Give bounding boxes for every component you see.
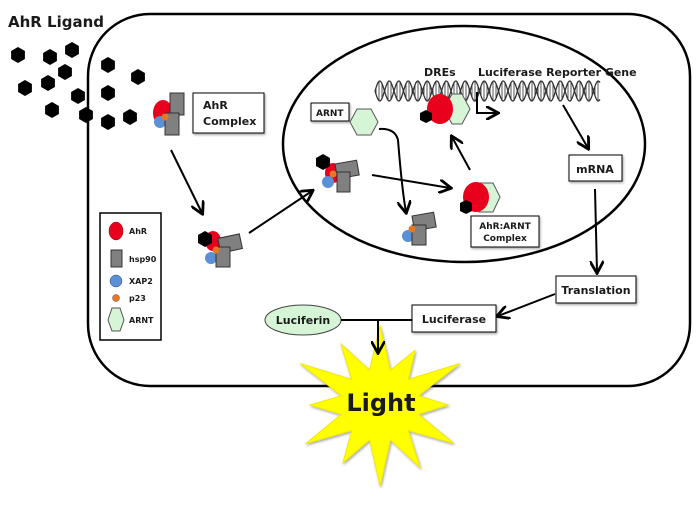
mrna-label: mRNA — [576, 163, 614, 176]
complex-to-ahr-arnt-arrow — [371, 174, 450, 188]
reporter-gene-label: Luciferase Reporter Gene — [478, 66, 637, 79]
translation-label: Translation — [561, 284, 630, 297]
legend-arnt-icon — [107, 307, 125, 332]
ligand-hexagon — [43, 49, 57, 65]
legend-ahr-icon — [108, 221, 124, 241]
ligand-hexagon — [45, 102, 59, 118]
luciferin-label: Luciferin — [276, 314, 330, 327]
legend-arnt-label: ARNT — [129, 316, 154, 325]
ligand-hexagon — [79, 107, 93, 123]
legend-ahr-label: AhR — [129, 227, 147, 236]
ligand-hexagon — [18, 80, 32, 96]
legend: AhR hsp90 XAP2 p23 ARNT — [99, 212, 162, 341]
legend-p23-label: p23 — [129, 294, 146, 303]
legend-hsp90-label: hsp90 — [129, 255, 157, 264]
arnt-label-box — [310, 102, 350, 122]
ahr-complex-label-line1: AhR — [203, 99, 228, 112]
diagram-title: AhR Ligand — [8, 13, 104, 31]
ligand-hexagon — [101, 114, 115, 130]
arnt-to-complex-arrow — [378, 127, 406, 212]
luciferase-label: Luciferase — [422, 313, 486, 326]
ligand-hexagon — [131, 69, 145, 85]
ligand-hexagon — [460, 200, 472, 214]
dna-helix-fill — [375, 81, 600, 101]
ligand-hexagon — [123, 109, 137, 125]
legend-xap2-label: XAP2 — [129, 277, 153, 286]
ligand-hexagon — [71, 88, 85, 104]
ligand-hexagon — [420, 110, 432, 123]
light-burst — [299, 325, 461, 487]
arnt-label: ARNT — [316, 109, 344, 119]
legend-p23-icon — [112, 294, 120, 302]
dna-helix — [374, 80, 601, 102]
ahr-complex-label-box — [192, 92, 265, 134]
legend-xap2-icon — [109, 274, 123, 288]
ahr-ellipse — [427, 94, 453, 124]
legend-hsp90-icon — [110, 249, 123, 268]
ligand-hexagon — [11, 47, 25, 63]
translation-to-luciferase-arrow — [498, 293, 556, 316]
nucleus — [281, 24, 647, 264]
ligand-hexagon — [101, 85, 115, 101]
ahr-arnt-label-line1: AhR:ARNT — [479, 222, 531, 232]
dissociated-chaperones — [402, 211, 437, 246]
ahr-arnt-dna-bound — [420, 93, 471, 125]
ahr-ligand-group — [11, 42, 145, 130]
ahr-arnt-label-line2: Complex — [483, 234, 527, 244]
ahr-complex-cytoplasm — [153, 92, 185, 136]
mrna-box — [568, 154, 623, 182]
transcription-arrow — [562, 104, 588, 148]
ligand-hexagon — [65, 42, 79, 58]
ahr-complex-label-line2: Complex — [203, 115, 256, 128]
ahr-arnt-label-box — [470, 215, 540, 248]
dna-strand-a — [374, 80, 601, 102]
ahr-arnt-complex — [460, 182, 501, 214]
ligand-hexagon — [41, 75, 55, 91]
light-label: Light — [346, 389, 415, 417]
ligand-hexagon — [58, 64, 72, 80]
mrna-to-translation-arrow — [595, 188, 597, 272]
ligand-binding-arrow — [170, 149, 202, 213]
liganded-complex-nucleus — [316, 154, 360, 193]
ahr-arnt-to-dna-arrow — [452, 137, 471, 171]
dna-strand-b — [374, 80, 601, 102]
transcription-start-arrow — [476, 92, 497, 113]
nuclear-import-arrow — [248, 191, 312, 234]
arnt-hexagon-free — [349, 108, 379, 136]
translation-box — [555, 275, 637, 304]
luciferase-box — [411, 304, 497, 333]
liganded-complex-cytoplasm — [198, 231, 244, 268]
dres-label: DREs — [424, 66, 456, 79]
ligand-hexagon — [101, 57, 115, 73]
